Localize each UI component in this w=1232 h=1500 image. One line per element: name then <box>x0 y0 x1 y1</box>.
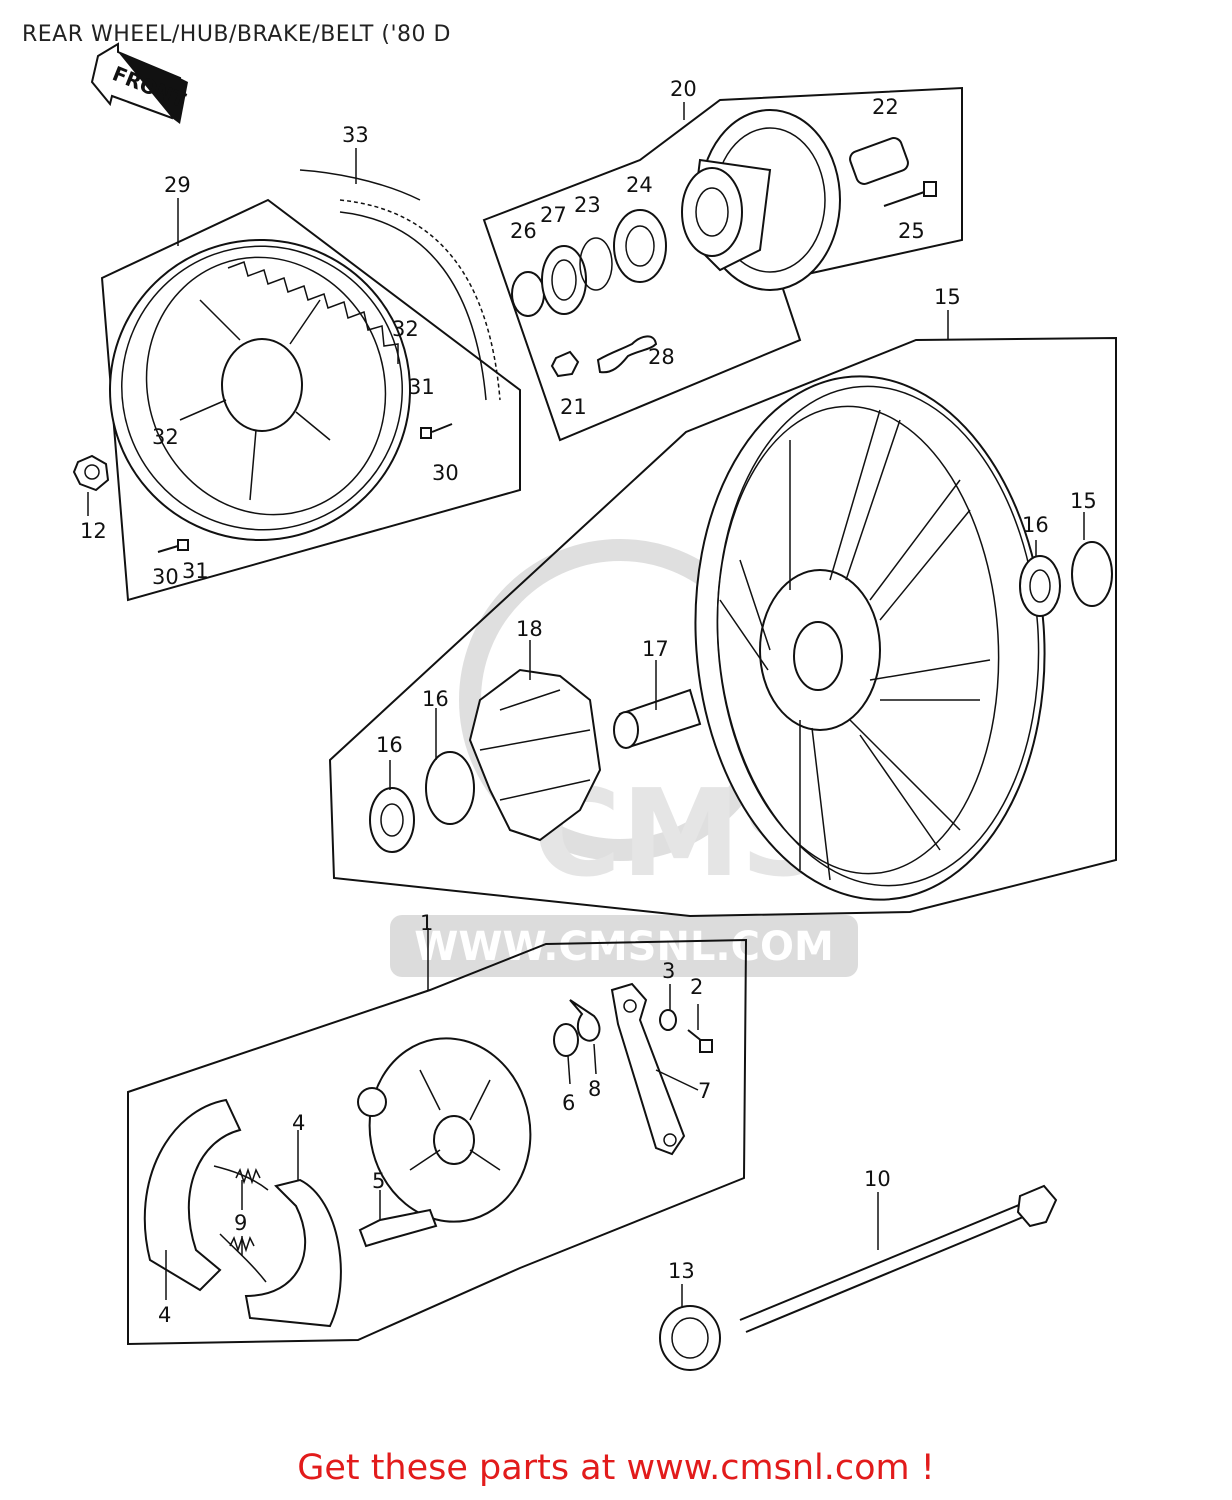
circlip-15 <box>1071 541 1113 607</box>
callout-1: 1 <box>420 911 433 935</box>
callout-9: 9 <box>234 1211 247 1235</box>
rear-axle-10 <box>739 1184 1058 1333</box>
brake-springs-9 <box>213 1165 269 1283</box>
footer-promo[interactable]: Get these parts at www.cmsnl.com ! <box>0 1448 1232 1488</box>
wheel-bearing-16 <box>369 555 1061 853</box>
callout-3: 3 <box>662 959 675 983</box>
axle-nut-12 <box>72 454 110 492</box>
page-title: REAR WHEEL/HUB/BRAKE/BELT ('80 D <box>22 22 451 47</box>
axle-collar-13 <box>659 1305 721 1371</box>
callout-14: 15 <box>934 285 961 309</box>
watermark-url: WWW.CMSNL.COM <box>414 924 834 970</box>
rear-pulley <box>109 239 411 541</box>
callout-7: 7 <box>698 1079 711 1103</box>
callout-10: 10 <box>864 1167 891 1191</box>
exploded-parts-diagram: CMS WWW.CMSNL.COM FRONT <box>72 42 1117 1371</box>
callout-leaders <box>87 102 1085 1308</box>
pulley-bolts <box>157 423 453 553</box>
callout-23: 23 <box>574 193 601 217</box>
front-direction-arrow: FRONT <box>90 42 189 124</box>
callout-31-lower: 31 <box>182 559 209 583</box>
callout-31-upper: 31 <box>408 375 435 399</box>
hub-group-panel <box>482 86 963 442</box>
hub-bearings <box>511 209 667 317</box>
group-panels <box>100 86 1117 1346</box>
callout-5: 5 <box>372 1169 385 1193</box>
callout-20: 20 <box>670 77 697 101</box>
callout-32-upper: 32 <box>392 317 419 341</box>
rear-wheel <box>694 375 1046 901</box>
sleeve-18 <box>613 688 702 749</box>
callout-18: 17 <box>642 637 669 661</box>
footer-link[interactable]: Get these parts at www.cmsnl.com ! <box>297 1448 935 1488</box>
brake-cam-5 <box>358 1208 438 1248</box>
callout-30-lower: 30 <box>152 565 179 589</box>
damper-19 <box>468 668 602 842</box>
callout-33: 33 <box>342 123 369 147</box>
callout-26: 26 <box>510 219 537 243</box>
callout-28: 28 <box>648 345 675 369</box>
brake-washers-6-8 <box>553 999 601 1057</box>
o-ring-17 <box>425 751 475 825</box>
brake-lever-7 <box>610 982 686 1156</box>
callout-13: 13 <box>668 1259 695 1283</box>
callout-4-right: 4 <box>292 1111 305 1135</box>
hub-lock-plate <box>550 335 658 378</box>
callout-25: 25 <box>898 219 925 243</box>
callout-12: 12 <box>80 519 107 543</box>
callout-8: 8 <box>588 1077 601 1101</box>
pulley-group-panel <box>100 198 521 602</box>
callout-4-left: 4 <box>158 1303 171 1327</box>
callout-2: 2 <box>690 975 703 999</box>
callout-21: 21 <box>560 395 587 419</box>
brake-shoes <box>143 1098 342 1328</box>
wheel-group-panel <box>328 336 1117 918</box>
callout-30-upper: 30 <box>432 461 459 485</box>
callout-6: 6 <box>562 1091 575 1115</box>
rear-hub <box>681 109 937 291</box>
callout-24: 24 <box>626 173 653 197</box>
callout-15: 15 <box>1070 489 1097 513</box>
callout-27: 27 <box>540 203 567 227</box>
brake-group-panel <box>127 938 748 1346</box>
callout-29: 29 <box>164 173 191 197</box>
callout-16-right: 16 <box>1022 513 1049 537</box>
brake-panel <box>357 1037 532 1223</box>
callout-16-left: 16 <box>376 733 403 757</box>
callout-labels: 29 33 20 22 24 26 27 23 25 28 21 15 32 3… <box>80 77 1097 1327</box>
callout-17: 16 <box>422 687 449 711</box>
callout-22: 22 <box>872 95 899 119</box>
callout-19: 18 <box>516 617 543 641</box>
callout-32-lower: 32 <box>152 425 179 449</box>
lever-bolt-2-3 <box>659 1009 713 1053</box>
